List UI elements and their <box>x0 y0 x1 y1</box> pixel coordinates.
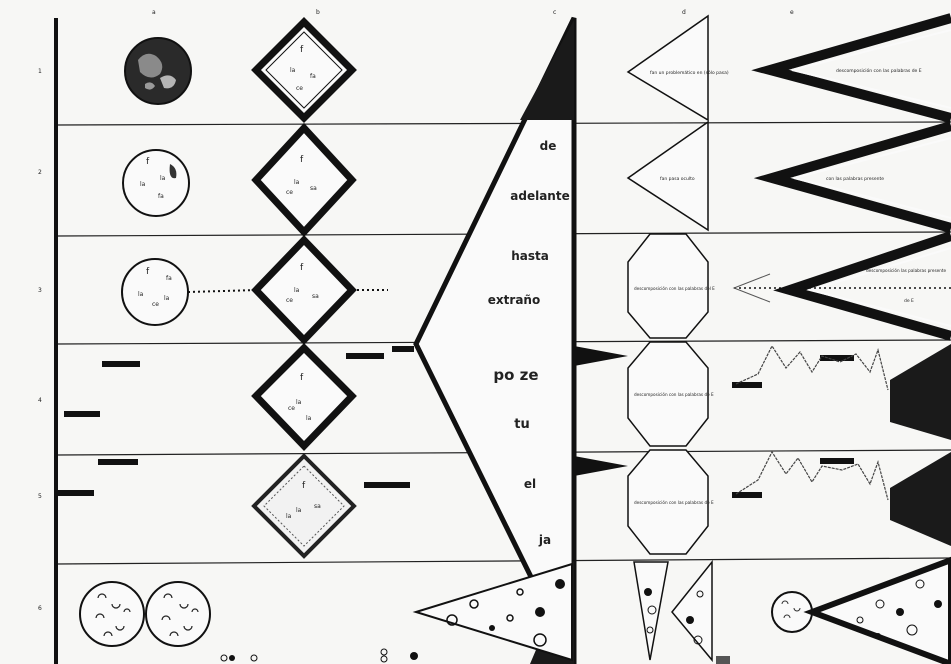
column-labels: a b c d e <box>152 9 794 16</box>
row-number-3: 3 <box>38 287 42 294</box>
zigzag-label: descomposición con las palabras de E <box>836 67 922 74</box>
dash <box>364 482 410 488</box>
circle-glyph: ce <box>152 301 159 308</box>
triangle-word: tu <box>514 417 529 432</box>
dash <box>732 492 762 498</box>
column-label-c: c <box>553 9 556 16</box>
circle-glyph: fa <box>166 275 172 282</box>
column-b-diamonds: f la fa ce f la sa ce f la sa ce f la ce… <box>254 22 388 556</box>
hexagon-label: descomposición con las palabras de E <box>634 392 714 397</box>
diamond-glyph: la <box>296 399 302 406</box>
zigzag-row3 <box>790 236 951 336</box>
dash <box>392 346 414 352</box>
diamond-glyph: fa <box>310 73 316 80</box>
circle-glyph: la <box>140 181 146 188</box>
zigzag-label: descomposición las palabras presente <box>866 268 947 273</box>
diamond-glyph: la <box>286 513 292 520</box>
circle-glyph: la <box>138 291 144 298</box>
bubble-circle-left <box>80 582 144 646</box>
glyph-circle-row3 <box>122 259 188 325</box>
diamond-row1 <box>256 22 352 118</box>
circle-glyph: fa <box>158 193 164 200</box>
dark-block-row4 <box>890 344 951 440</box>
dash <box>56 490 94 496</box>
diamond-glyph: ce <box>286 297 293 304</box>
column-label-a: a <box>152 9 156 16</box>
dash <box>820 458 854 464</box>
dotted-connector <box>188 290 258 292</box>
hexagon-label: descomposición con las palabras de E <box>634 500 714 505</box>
triangle-d-row2 <box>628 122 708 230</box>
triangle-d-label: fan un problemático en (sólo pasa) <box>650 69 729 76</box>
wedge <box>574 346 628 366</box>
bubble-circle-right <box>146 582 210 646</box>
dash <box>346 353 384 359</box>
triangle-word: hasta <box>511 249 549 263</box>
triangle-word: adelante <box>510 189 569 203</box>
diamond-row3 <box>256 240 352 340</box>
diamond-glyph: la <box>294 179 300 186</box>
hexagon-label: descomposición con las palabras del E <box>634 286 715 291</box>
diamond-glyph: sa <box>312 293 319 300</box>
diamond-glyph: la <box>290 67 296 74</box>
triangle-word: el <box>524 477 536 491</box>
column-label-b: b <box>316 9 320 16</box>
row-number-4: 4 <box>38 397 42 404</box>
dotted-triangle-e <box>812 560 951 664</box>
row-number-5: 5 <box>38 493 42 500</box>
triangle-word: de <box>540 139 557 153</box>
dash <box>102 361 140 367</box>
diamond-row2 <box>256 128 352 232</box>
row-number-6: 6 <box>38 605 42 612</box>
diamond-row5 <box>254 456 354 556</box>
diamond-glyph: la <box>296 507 302 514</box>
diamond-glyph: ce <box>296 85 303 92</box>
dark-block-row5 <box>890 452 951 546</box>
column-a-circles: f la la fa f fa la ce la <box>80 38 258 646</box>
dash <box>64 411 100 417</box>
column-label-d: d <box>682 9 686 16</box>
zigzag-label: con las palabras presente <box>826 176 884 182</box>
triangle-d-row1 <box>628 16 708 120</box>
zigzag-label: de E <box>904 298 914 304</box>
bottom-marks <box>221 649 730 664</box>
diamond-glyph: sa <box>314 503 321 510</box>
bottom-triangle-left <box>634 562 668 660</box>
row-number-1: 1 <box>38 68 42 75</box>
circle-glyph: la <box>164 295 170 302</box>
diamond-glyph: ce <box>288 405 295 412</box>
row-numbers: 1 2 3 4 5 6 <box>38 68 42 612</box>
column-label-e: e <box>790 9 794 16</box>
column-d-shapes: fan un problemático en (sólo pasa) fan p… <box>628 16 729 660</box>
small-dotted-triangle <box>416 564 572 660</box>
wedge <box>574 456 628 476</box>
circle-glyph: la <box>160 175 166 182</box>
triangle-word: ja <box>538 533 551 547</box>
diamond-glyph: sa <box>310 185 317 192</box>
triangle-word: po ze <box>493 366 538 384</box>
wedges <box>574 346 628 476</box>
bottom-triangle-right <box>672 562 712 660</box>
column-c-big-triangle: de adelante hasta extraño po ze tu el ja <box>416 18 574 664</box>
diamond-glyph: la <box>306 415 312 422</box>
glyph-circle-row2 <box>123 150 189 216</box>
triangle-shade-top <box>520 20 574 120</box>
triangle-word: extraño <box>488 293 540 307</box>
diamond-row4 <box>256 348 352 446</box>
diamond-glyph: la <box>294 287 300 294</box>
row-number-2: 2 <box>38 169 42 176</box>
dash <box>732 382 762 388</box>
dash <box>98 459 138 465</box>
diamond-glyph: ce <box>286 189 293 196</box>
triangle-d-label: fan pasa oculto <box>660 176 695 182</box>
